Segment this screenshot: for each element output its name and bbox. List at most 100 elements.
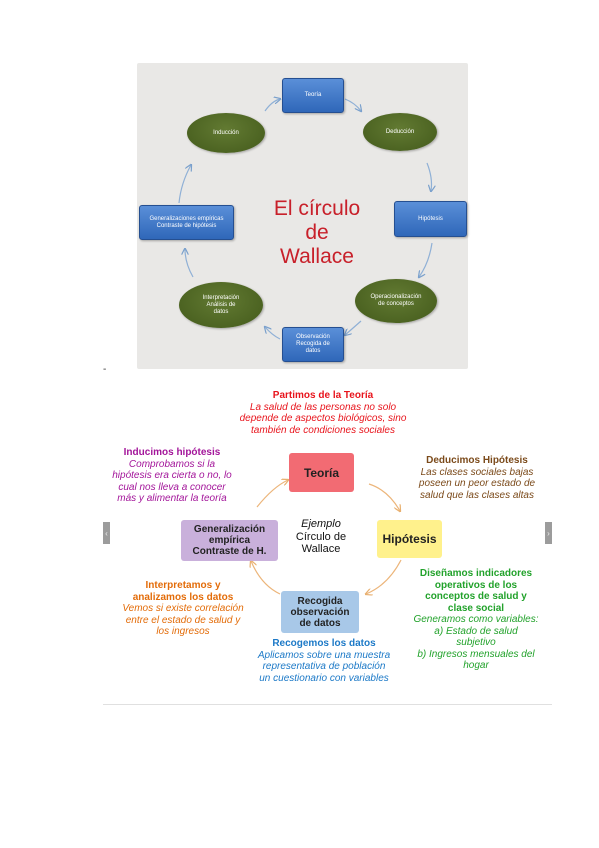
arrow-generalizaciones-induccion	[178, 165, 191, 204]
arrow-teoria-hipotesis	[368, 483, 400, 511]
node-operacionalizacion: Operacionalización de conceptos	[355, 279, 437, 323]
node-deduccion-label: Deducción	[385, 128, 415, 135]
node-deduccion: Deducción	[363, 113, 437, 151]
text-partimos-line3: también de condiciones sociales	[251, 424, 395, 436]
node-operacionalizacion-line1: Operacionalización	[370, 294, 422, 300]
text-disenamos-heading4: clase social	[447, 602, 505, 614]
text-deducimos-line2: poseen un peor estado de	[418, 478, 536, 489]
text-interpretamos-heading2: analizamos los datos	[132, 591, 234, 603]
text-inducimos-line2: hipótesis era cierta o no, lo	[112, 470, 232, 481]
next-slide-button[interactable]: ›	[545, 522, 552, 544]
text-recogemos-line3: un cuestionario con variables	[259, 672, 389, 684]
text-deducimos-line1: Las clases sociales bajas	[420, 466, 534, 478]
separator-dash: -	[103, 364, 107, 375]
arrow-induccion-teoria	[264, 99, 280, 112]
wallace-circle-diagram: Teoría Deducción Hipótesis Operacionaliz…	[137, 63, 468, 369]
arrow-observacion-interpretacion	[265, 327, 281, 340]
box-generalizacion-line1: Generalización	[193, 524, 266, 535]
box-teoria: Teoría	[289, 453, 354, 492]
box-hipotesis: Hipótesis	[377, 520, 442, 558]
text-deducimos-line3: salud que las clases altas	[420, 489, 534, 501]
diagram1-title-line1: El círculo	[273, 197, 361, 220]
text-inducimos-line1: Comprobamos si la	[128, 458, 216, 470]
node-teoria-label: Teoría	[304, 92, 322, 98]
box-recogida-line3: de datos	[299, 617, 341, 629]
text-disenamos-line2: a) Estado de salud	[434, 625, 518, 637]
box-recogida: Recogida observación de datos	[281, 591, 359, 633]
center-label: Ejemplo Círculo de Wallace	[285, 518, 357, 556]
arrow-deduccion-hipotesis	[426, 162, 432, 191]
wallace-example-diagram: Teoría Hipótesis Recogida observación de…	[103, 385, 552, 705]
node-observacion-line1: Observación	[296, 334, 330, 340]
box-generalizacion-line3: Contraste de H.	[192, 546, 267, 557]
text-disenamos: Diseñamos indicadores operativos de los …	[401, 568, 551, 672]
center-label-line2: Círculo de	[295, 530, 347, 543]
diagram2-arrows	[103, 385, 402, 705]
prev-slide-button[interactable]: ‹	[103, 522, 110, 544]
diagram1-title-line2: de Wallace	[280, 221, 354, 268]
center-label-line1: Ejemplo	[301, 518, 341, 530]
text-interpretamos: Interpretamos y analizamos los datos Vem…	[103, 580, 263, 638]
box-generalizacion-line2: empírica	[208, 535, 251, 546]
text-partimos: Partimos de la Teoría La salud de las pe…	[213, 390, 433, 436]
node-observacion-line3: datos	[305, 348, 321, 354]
arrow-recogida-general	[251, 561, 281, 595]
text-inducimos: Inducimos hipótesis Comprobamos si la hi…	[103, 447, 241, 505]
node-observacion-line2: Recogida de	[296, 341, 330, 347]
text-recogemos-line2: representativa de población	[262, 661, 386, 672]
text-partimos-line1: La salud de las personas no solo	[249, 401, 397, 413]
node-generalizaciones-line1: Generalizaciones empíricas	[149, 215, 224, 222]
node-observacion: Observación Recogida de datos	[282, 327, 344, 362]
node-operacionalizacion-line2: de conceptos	[378, 301, 414, 307]
arrow-general-teoria	[256, 480, 288, 508]
node-interpretacion-line2: Análisis de	[206, 301, 236, 308]
text-partimos-heading: Partimos de la Teoría	[272, 390, 374, 401]
text-recogemos-line1: Aplicamos sobre una muestra	[257, 649, 391, 661]
node-induccion-label: Inducción	[213, 129, 239, 136]
text-deducimos: Deducimos Hipótesis Las clases sociales …	[403, 455, 551, 501]
text-deducimos-heading: Deducimos Hipótesis	[426, 455, 528, 466]
node-hipotesis: Hipótesis	[394, 201, 467, 237]
text-recogemos-heading: Recogemos los datos	[272, 638, 376, 649]
node-generalizaciones: Generalizaciones empíricas Contraste de …	[139, 205, 234, 240]
diagram1-arrows	[178, 63, 468, 340]
text-disenamos-heading2: operativos de los	[434, 579, 518, 591]
text-interpretamos-line3: los ingresos	[156, 626, 210, 637]
text-disenamos-line1: Generamos como variables:	[413, 614, 539, 625]
node-generalizaciones-line2: Contraste de hipótesis	[156, 222, 217, 229]
arrow-interpretacion-generalizaciones	[185, 249, 194, 278]
box-generalizacion: Generalización empírica Contraste de H.	[181, 520, 278, 561]
arrow-hipotesis-recogida	[366, 559, 402, 594]
node-interpretacion-line3: datos	[213, 308, 229, 315]
text-interpretamos-line2: entre el estado de salud y	[125, 614, 241, 626]
arrow-teoria-deduccion	[344, 98, 361, 111]
text-disenamos-heading1: Diseñamos indicadores	[419, 568, 533, 579]
text-interpretamos-line1: Vemos si existe correlación	[122, 603, 244, 614]
diagram1-title: El círculo de Wallace	[267, 197, 367, 269]
node-interpretacion-line1: Interpretación	[202, 294, 240, 301]
text-inducimos-heading: Inducimos hipótesis	[123, 447, 221, 458]
text-disenamos-line5: hogar	[463, 660, 489, 671]
node-induccion: Inducción	[187, 113, 265, 153]
text-inducimos-line3: cual nos lleva a conocer	[118, 481, 226, 493]
box-recogida-line2: observación	[290, 606, 350, 618]
arrow-operacionalizacion-observacion	[345, 320, 362, 335]
chevron-right-icon: ›	[547, 528, 550, 538]
text-inducimos-line4: más y alimentar la teoría	[117, 493, 227, 504]
text-disenamos-line4: b) Ingresos mensuales del	[417, 648, 535, 660]
box-hipotesis-label: Hipótesis	[382, 532, 437, 546]
text-partimos-line2: depende de aspectos biológicos, sino	[239, 413, 407, 424]
chevron-left-icon: ‹	[105, 528, 108, 538]
box-recogida-line1: Recogida	[297, 595, 343, 607]
node-interpretacion: Interpretación Análisis de datos	[179, 282, 263, 328]
node-teoria: Teoría	[282, 78, 344, 113]
text-disenamos-heading3: conceptos de salud y	[425, 591, 527, 602]
box-teoria-label: Teoría	[303, 465, 340, 480]
bottom-divider	[103, 704, 552, 705]
text-recogemos: Recogemos los datos Aplicamos sobre una …	[240, 638, 408, 684]
text-interpretamos-heading1: Interpretamos y	[145, 580, 221, 591]
center-label-line3: Wallace	[301, 543, 341, 555]
node-hipotesis-label: Hipótesis	[418, 215, 443, 222]
text-disenamos-line3: subjetivo	[456, 637, 496, 648]
arrow-hipotesis-operacionalizacion	[419, 242, 433, 277]
